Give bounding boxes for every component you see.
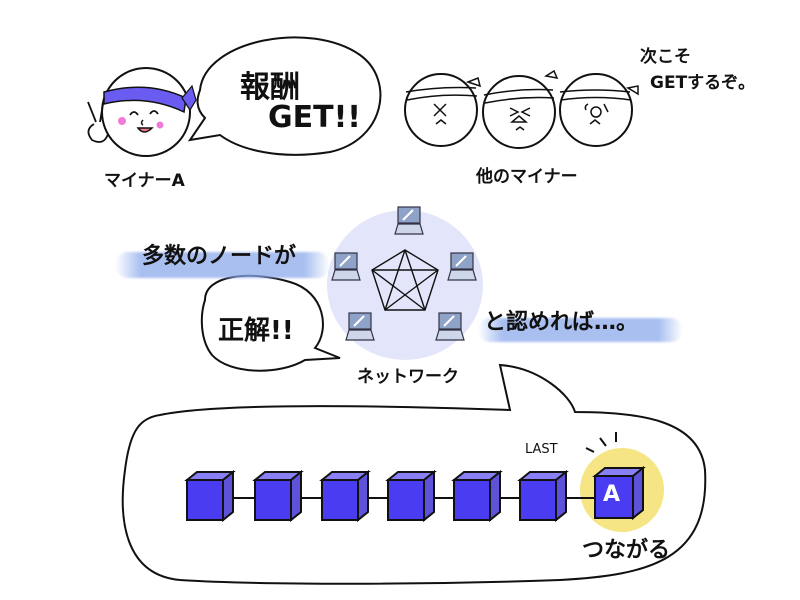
block-icon-last (517, 469, 569, 523)
new-block-label: A (603, 482, 621, 507)
laptop-icon (394, 206, 424, 235)
network-label: ネットワーク (357, 367, 459, 387)
other-miners-group (404, 69, 639, 149)
laptop-icon (447, 252, 477, 281)
connect-label: つながる (582, 538, 671, 563)
laptop-nodes (331, 206, 477, 341)
laptop-icon (331, 252, 361, 281)
sparkle-icon (585, 432, 617, 453)
block-icon-new-a (592, 465, 646, 521)
blockchain-blocks (184, 465, 646, 523)
highlight-brush (478, 318, 683, 342)
block-icon (451, 469, 503, 523)
block-icon (385, 469, 437, 523)
miner-a-speech-line2: GET!! (268, 100, 361, 135)
block-icon (319, 469, 371, 523)
miner-a-figure (87, 67, 197, 157)
laptop-icon (345, 312, 375, 341)
last-block-label: LAST (525, 442, 558, 457)
network-caption-before: 多数のノードが (142, 244, 297, 269)
other-miners-remark-line2: GETするぞ。 (650, 73, 756, 93)
network-caption-after: と認めれば…。 (484, 310, 639, 335)
block-icon (184, 469, 236, 523)
miner-a-label: マイナーA (104, 171, 185, 191)
miner-a-speech-line1: 報酬 (240, 70, 300, 105)
other-miners-remark-line1: 次こそ (640, 47, 691, 67)
highlight-brush (115, 252, 330, 278)
miner-a-speech-bubble (187, 36, 382, 156)
correct-bubble-text: 正解!! (218, 316, 294, 346)
peace-hand-icon (87, 97, 109, 143)
block-icon (252, 469, 304, 523)
laptop-icon (435, 312, 465, 341)
headband-icon (103, 86, 187, 114)
network-mesh (371, 249, 439, 311)
other-miners-label: 他のマイナー (476, 167, 578, 187)
